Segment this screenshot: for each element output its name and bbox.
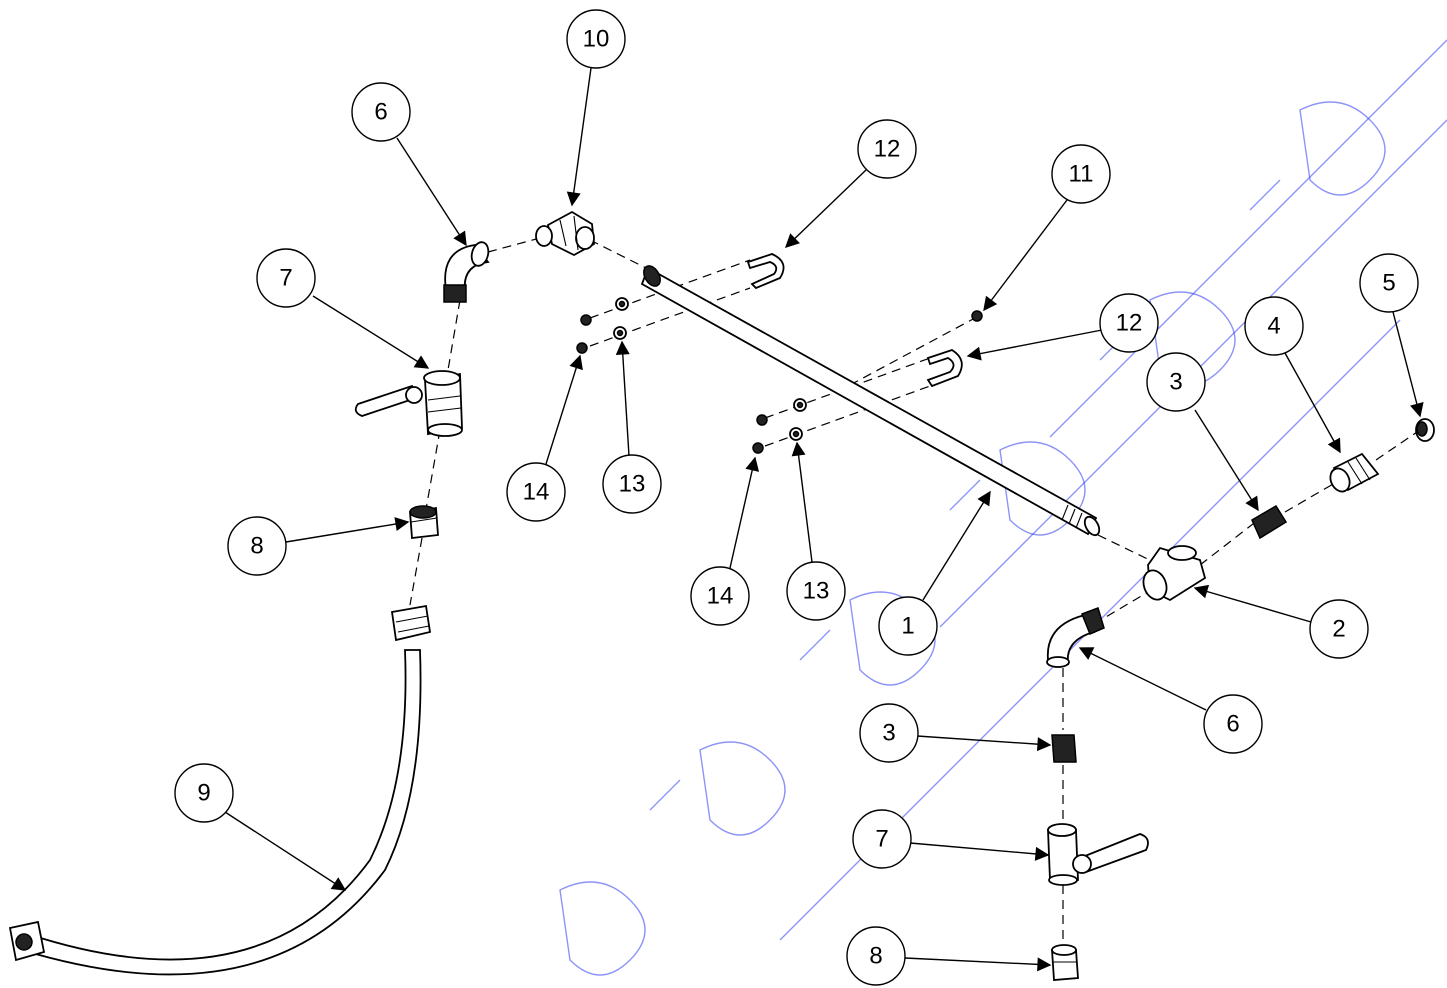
callout-8-upper: 8 (227, 516, 287, 576)
callout-label: 2 (1332, 616, 1345, 643)
callout-13-upper: 13 (602, 454, 662, 514)
callout-label: 7 (875, 826, 888, 853)
callout-7-upper: 7 (256, 248, 316, 308)
callout-11: 11 (1051, 144, 1111, 204)
callout-label: 4 (1267, 313, 1280, 340)
callout-14-upper: 14 (506, 462, 566, 522)
callout-6-upper: 6 (351, 82, 411, 142)
callout-13-lower: 13 (786, 561, 846, 621)
hardware-13-14-set-b (752, 398, 807, 454)
u-bolt-part-12-lower (926, 349, 963, 388)
callout-label: 7 (279, 265, 292, 292)
callout-9: 9 (174, 763, 234, 823)
callout-3-lower: 3 (859, 703, 919, 763)
watermark-layer (559, 39, 1447, 976)
callout-label: 8 (869, 943, 882, 970)
plug-part-5 (1415, 418, 1435, 442)
nut-part-11 (971, 310, 983, 322)
assembly-centerlines (409, 237, 1421, 948)
callout-12-upper: 12 (857, 119, 917, 179)
callout-label: 13 (803, 578, 830, 605)
callouts: 10 6 12 11 7 12 5 4 (174, 9, 1419, 986)
ball-valve-part-7-lower (1047, 823, 1149, 886)
callout-label: 6 (1226, 711, 1239, 738)
hose-adapter-part-8-lower (1051, 944, 1079, 981)
callout-4: 4 (1244, 296, 1304, 356)
callout-label: 5 (1382, 270, 1395, 297)
nipple-part-3-upper (1251, 504, 1288, 540)
callout-label: 3 (882, 720, 895, 747)
callout-label: 9 (197, 780, 210, 807)
callout-label: 10 (583, 26, 610, 53)
ball-valve-part-7-upper (354, 370, 463, 437)
callout-1: 1 (878, 596, 938, 656)
pipe-part-1 (640, 265, 1101, 537)
callout-14-lower: 14 (690, 566, 750, 626)
leader-lines (224, 67, 1424, 972)
callout-6-lower: 6 (1203, 694, 1263, 754)
hardware-13-14-set-a (576, 297, 629, 354)
callout-label: 14 (523, 479, 550, 506)
callout-label: 8 (250, 533, 263, 560)
callout-10: 10 (566, 9, 626, 69)
callout-2: 2 (1309, 599, 1369, 659)
elbow-part-6-lower (1046, 607, 1105, 668)
hose-adapter-part-8-upper (409, 505, 439, 540)
callout-label: 3 (1169, 369, 1182, 396)
elbow-part-6-upper (443, 241, 490, 303)
callout-5: 5 (1359, 253, 1419, 313)
callout-label: 12 (874, 136, 901, 163)
callout-12-lower: 12 (1099, 293, 1159, 353)
hose-part-9 (8, 604, 432, 976)
callout-label: 6 (374, 99, 387, 126)
coupling-part-4 (1329, 452, 1380, 493)
nipple-part-3-lower (1051, 734, 1077, 763)
callout-3-upper: 3 (1146, 352, 1206, 412)
callout-label: 1 (901, 613, 914, 640)
callout-label: 11 (1069, 161, 1094, 188)
u-bolt-part-12-upper (746, 253, 785, 290)
street-elbow-part-10 (535, 210, 595, 257)
callout-8-lower: 8 (846, 926, 906, 986)
callout-label: 12 (1116, 310, 1143, 337)
callout-7-lower: 7 (852, 809, 912, 869)
tee-part-2 (1142, 545, 1207, 602)
callout-label: 13 (619, 471, 646, 498)
callout-label: 14 (707, 583, 734, 610)
